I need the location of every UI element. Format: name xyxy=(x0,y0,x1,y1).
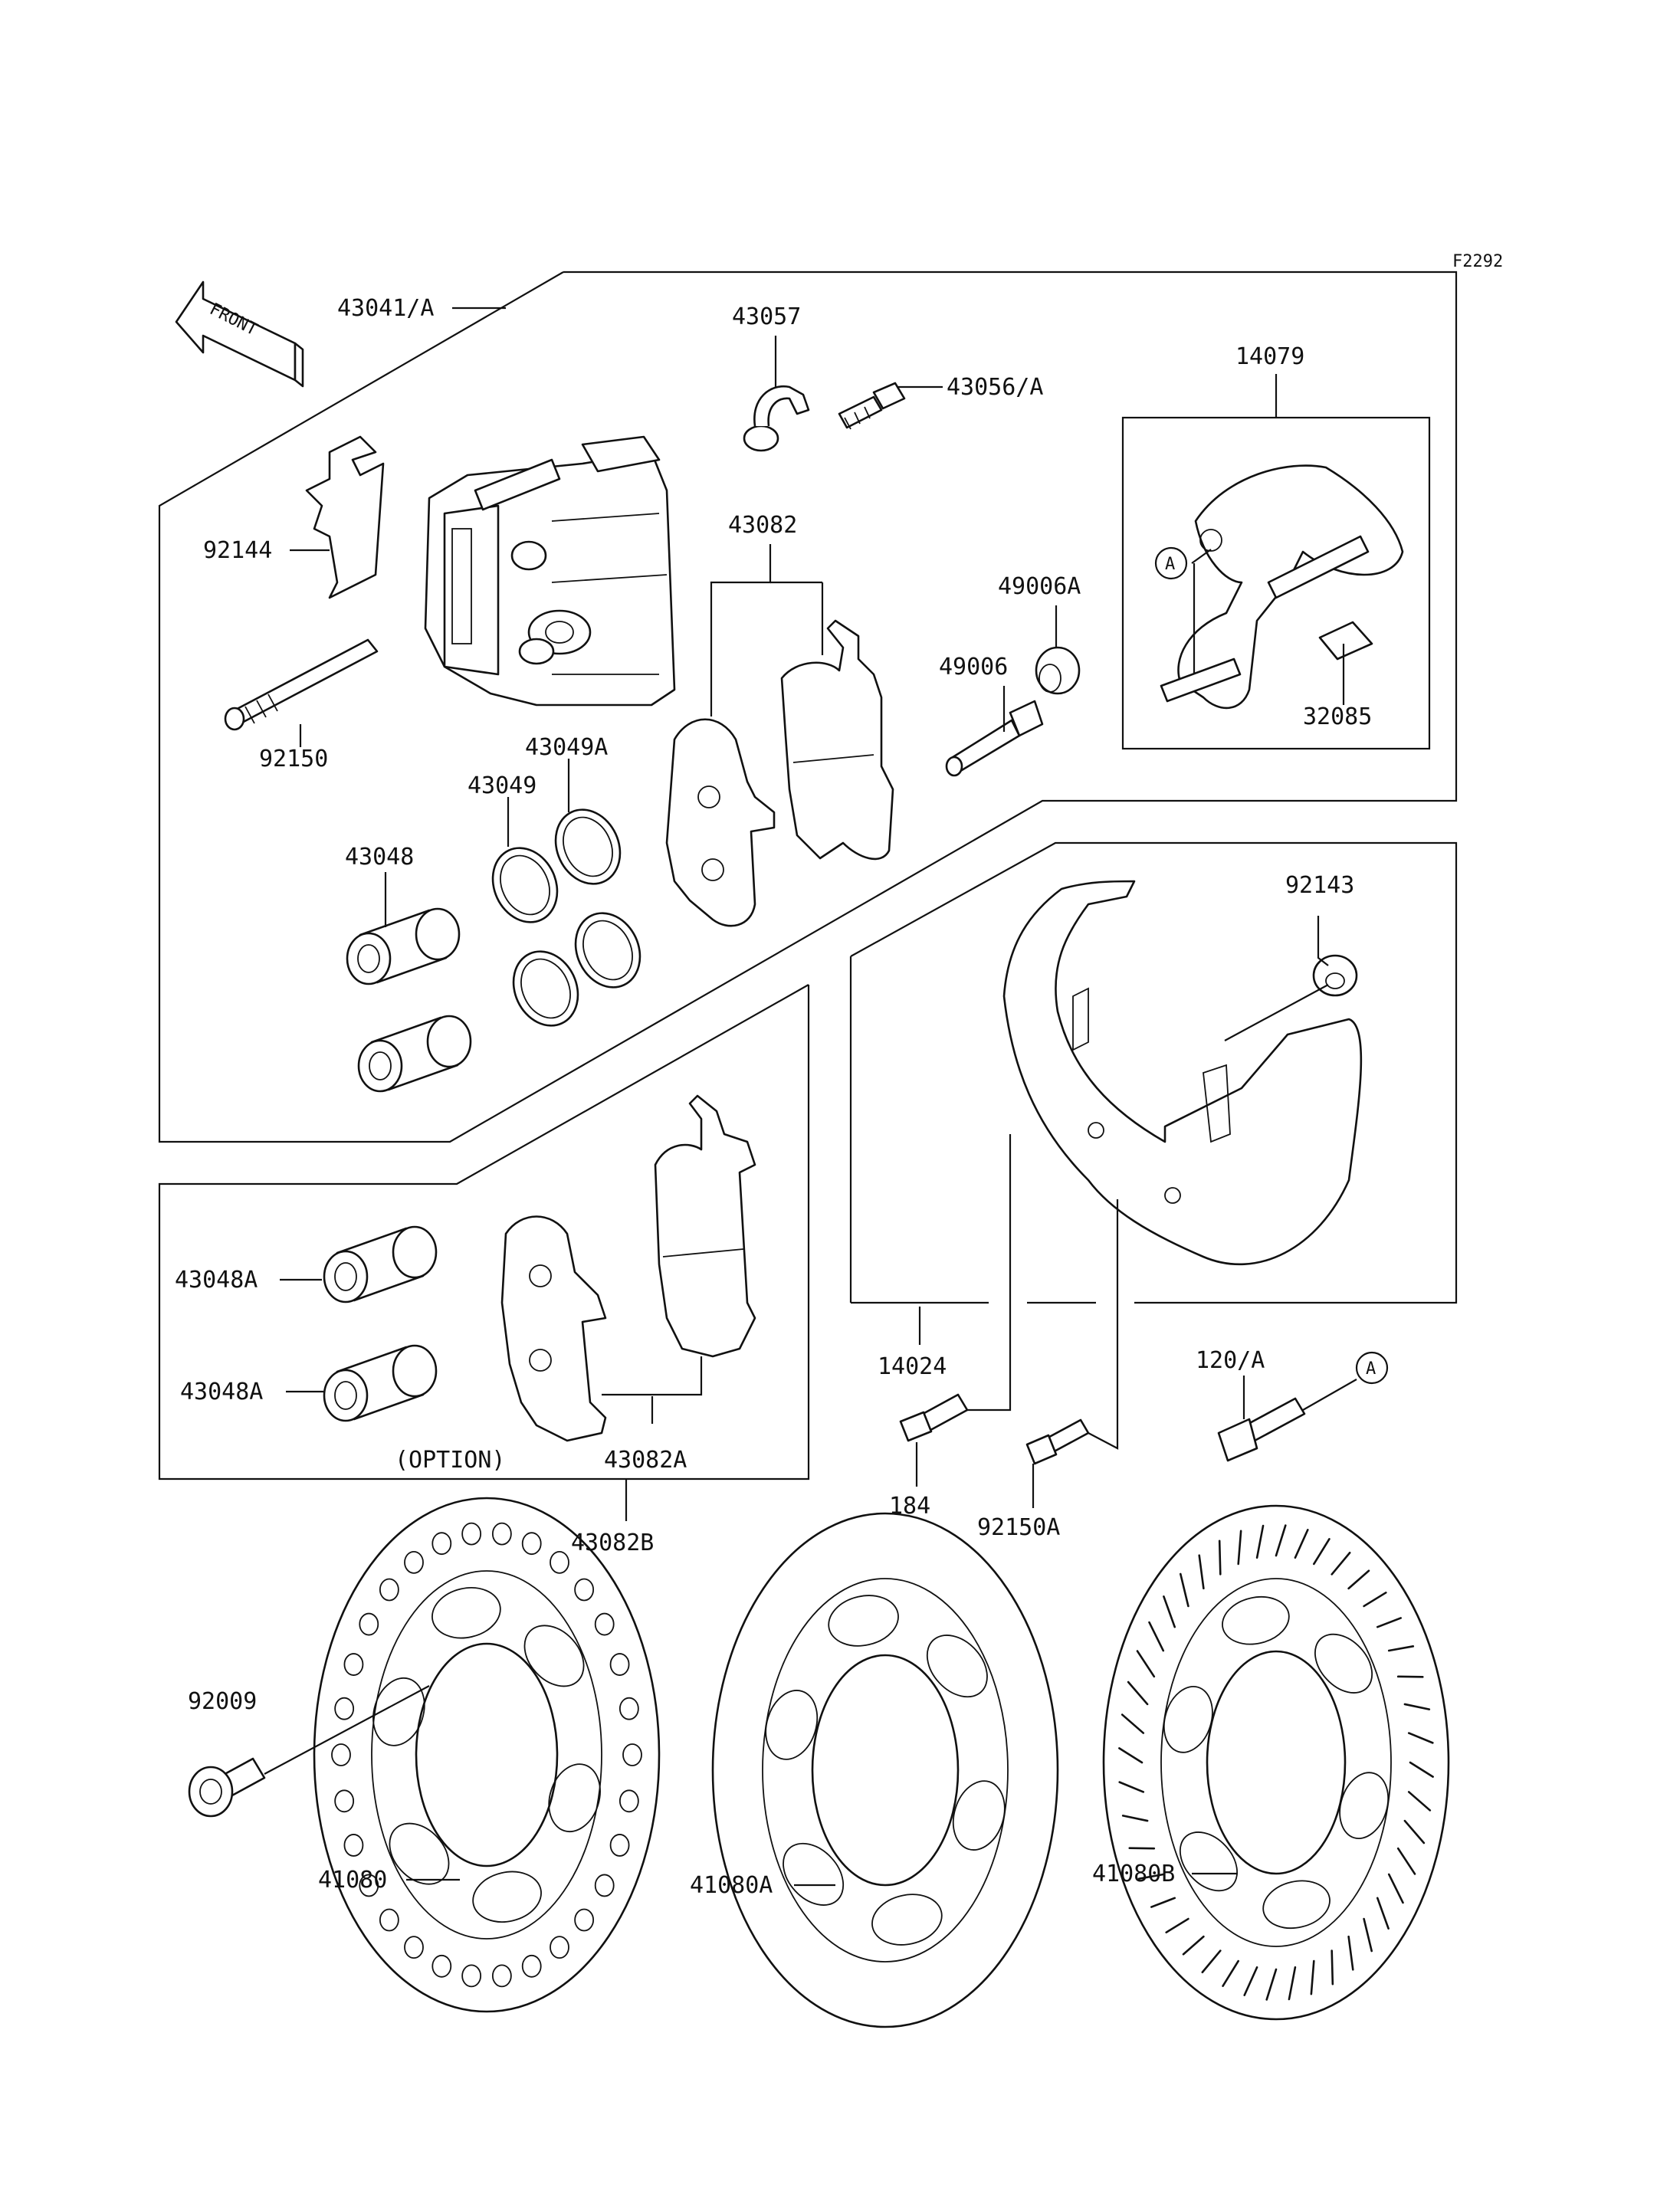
ref-mark-bolt: A xyxy=(1355,1351,1389,1385)
brake-disc-41080A xyxy=(711,1512,1059,2028)
callout-32085: 32085 xyxy=(1303,703,1372,730)
brake-pad-43082-right xyxy=(780,619,894,861)
bolt-92009 xyxy=(188,1757,266,1818)
callout-43082A: 43082A xyxy=(604,1447,687,1474)
piston-43048A-upper xyxy=(323,1225,438,1303)
svg-text:A: A xyxy=(1165,555,1175,574)
brake-pad-option-left xyxy=(500,1215,607,1442)
bleed-cap-43057 xyxy=(743,385,810,452)
svg-text:A: A xyxy=(1366,1359,1376,1379)
piston-seal-lower-left xyxy=(512,950,579,1027)
piston-seal-43049A xyxy=(554,808,622,885)
option-label: (OPTION) xyxy=(395,1447,506,1474)
callout-92009: 92009 xyxy=(188,1688,257,1715)
ref-mark-bracket: A xyxy=(1154,546,1188,580)
callout-120A: 120/A xyxy=(1196,1347,1265,1374)
pad-pin-92150 xyxy=(224,638,379,731)
callout-92150: 92150 xyxy=(259,746,328,772)
callout-49006A: 49006A xyxy=(998,573,1081,600)
brake-pad-option-right xyxy=(654,1094,756,1358)
piston-43048A-lower xyxy=(323,1344,438,1422)
callout-49006: 49006 xyxy=(939,654,1008,680)
brake-disc-41080 xyxy=(313,1497,661,2013)
callout-41080B: 41080B xyxy=(1092,1861,1175,1887)
callout-43056: 43056/A xyxy=(947,374,1043,401)
disc-guard xyxy=(1002,880,1363,1266)
callout-43049A: 43049A xyxy=(525,734,608,761)
piston-seal-lower-right xyxy=(574,912,641,989)
caliper-bracket-14079 xyxy=(1160,464,1404,710)
brake-disc-41080B xyxy=(1102,1504,1450,2021)
caliper-body xyxy=(424,435,676,707)
slide-pin-49006 xyxy=(945,700,1044,777)
callout-92144: 92144 xyxy=(203,537,272,564)
callout-43082B: 43082B xyxy=(571,1530,654,1556)
pad-spring-92144 xyxy=(305,435,385,599)
front-arrow-icon: FRONT xyxy=(175,280,304,388)
callout-43082: 43082 xyxy=(728,512,797,539)
option-pads-box xyxy=(158,984,810,1481)
callout-43048: 43048 xyxy=(345,844,414,871)
bolt-92150A xyxy=(1025,1418,1090,1465)
callout-92143: 92143 xyxy=(1285,872,1354,899)
piston-43048-lower xyxy=(357,1015,472,1093)
callout-14079: 14079 xyxy=(1235,343,1304,370)
bolt-184 xyxy=(899,1393,969,1442)
callout-41080A: 41080A xyxy=(690,1872,773,1899)
piston-seal-43049 xyxy=(491,847,559,923)
clip-32085 xyxy=(1318,621,1373,661)
callout-43049: 43049 xyxy=(468,772,536,799)
callout-14024: 14024 xyxy=(878,1353,947,1380)
piston-43048-upper xyxy=(346,907,461,985)
bleeder-screw-43056 xyxy=(838,382,906,430)
collar-92143 xyxy=(1312,954,1358,997)
callout-41080: 41080 xyxy=(318,1867,387,1894)
leader-lines xyxy=(264,307,1357,1887)
boot-49006A xyxy=(1035,646,1081,695)
callout-43057: 43057 xyxy=(732,303,801,330)
callout-92150A: 92150A xyxy=(977,1514,1060,1541)
caliper-assembly-box xyxy=(158,271,1458,1143)
figure-code: F2292 xyxy=(1452,252,1503,271)
bolt-120A xyxy=(1217,1397,1306,1462)
callout-43048A-lower: 43048A xyxy=(180,1379,263,1405)
callout-43048A-upper: 43048A xyxy=(175,1267,258,1294)
callout-43041: 43041/A xyxy=(337,295,434,322)
disc-guard-box xyxy=(850,841,1458,1304)
callout-184: 184 xyxy=(889,1493,930,1520)
brake-pad-43082-left xyxy=(665,718,776,927)
